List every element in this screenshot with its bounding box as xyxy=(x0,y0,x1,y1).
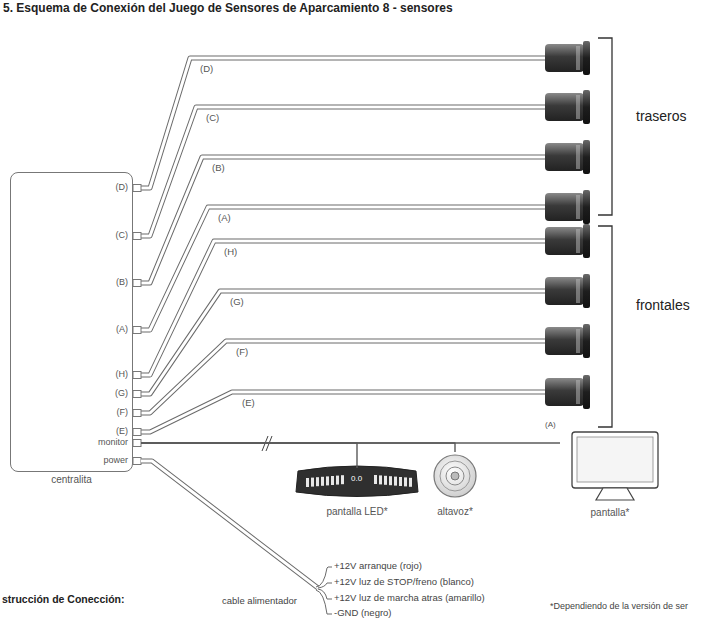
port-label: (F) xyxy=(117,407,129,417)
sensor-wire xyxy=(141,392,546,432)
monitor-wire xyxy=(141,443,357,468)
bracket xyxy=(598,38,612,215)
port-stub xyxy=(133,391,141,398)
wire-label: (A) xyxy=(218,213,231,224)
wire-name: +12V luz de marcha atras (amarillo) xyxy=(334,593,485,604)
port-stub xyxy=(133,372,141,379)
wire-label: (E) xyxy=(242,398,255,409)
port-label: power xyxy=(103,455,128,465)
sensors xyxy=(545,41,590,409)
wire-label: (G) xyxy=(230,297,244,308)
sensor-wire xyxy=(141,392,546,432)
wire-label: (F) xyxy=(236,347,248,358)
wire-name: +12V luz de STOP/freno (blanco) xyxy=(334,577,474,588)
node-caption: centralita xyxy=(11,474,132,486)
port-label: (D) xyxy=(116,182,129,192)
parking-sensor xyxy=(545,90,590,124)
port-label: (G) xyxy=(115,388,128,398)
parking-sensor xyxy=(545,224,590,258)
port-stub xyxy=(133,440,141,447)
sensor-label: (A) xyxy=(545,420,556,429)
port-label: (E) xyxy=(116,426,128,436)
monitor-wire xyxy=(141,443,455,452)
wire-name: -GND (negro) xyxy=(334,608,392,619)
port-label: (H) xyxy=(116,369,129,379)
footnote: *Dependiendo de la versión de ser xyxy=(550,601,688,611)
port-stub xyxy=(133,429,141,436)
sensor-wire xyxy=(141,341,546,413)
title: 5. Esquema de Conexión del Juego de Sens… xyxy=(3,2,453,16)
wire-label: (B) xyxy=(212,163,225,174)
group-label: traseros xyxy=(636,108,687,124)
cable-label: cable alimentador xyxy=(222,596,297,607)
node-caption: pantalla* xyxy=(560,507,660,519)
sensor-wire xyxy=(141,58,546,188)
parking-sensor xyxy=(545,375,590,409)
monitor-wire xyxy=(141,442,560,443)
port-stub xyxy=(133,185,141,192)
wire-label: (H) xyxy=(224,247,237,258)
parking-sensor xyxy=(545,41,590,75)
wire-label: (D) xyxy=(200,64,213,75)
sensor-wire xyxy=(141,241,546,375)
group-label: frontales xyxy=(636,297,690,313)
port-stub xyxy=(133,233,141,240)
sensor-wire xyxy=(141,341,546,413)
wire-name: +12V arranque (rojo) xyxy=(334,561,422,572)
port-stub xyxy=(133,458,141,465)
parking-sensor xyxy=(545,140,590,174)
wire-label: (C) xyxy=(206,113,219,124)
port-label: (B) xyxy=(116,277,128,287)
sensor-wire xyxy=(141,241,546,375)
ports xyxy=(133,185,141,465)
parking-sensor xyxy=(545,190,590,224)
power-cable xyxy=(141,461,318,588)
power-cable xyxy=(141,461,318,588)
port-stub xyxy=(133,327,141,334)
parking-sensor xyxy=(545,324,590,358)
node-caption: altavoz* xyxy=(425,506,485,518)
port-stub xyxy=(133,280,141,287)
display-reading: 0.0 xyxy=(351,474,362,483)
monitor-unit: pantalla* xyxy=(560,430,660,519)
speaker-unit: altavoz* xyxy=(425,452,485,518)
node-caption: pantalla LED* xyxy=(290,506,424,518)
port-label: (A) xyxy=(116,324,128,334)
section-heading: strucción de Conección: xyxy=(2,593,125,605)
power-leads xyxy=(316,567,332,614)
parking-sensor xyxy=(545,274,590,308)
port-stub xyxy=(133,410,141,417)
port-label: (C) xyxy=(116,230,129,240)
speaker xyxy=(434,455,476,497)
port-label: monitor xyxy=(98,437,128,447)
sensor-wires xyxy=(141,58,546,432)
led-display xyxy=(296,466,418,497)
sensor-wire xyxy=(141,58,546,188)
control-unit: centralita xyxy=(10,172,133,472)
monitor xyxy=(572,432,658,500)
bracket xyxy=(598,226,612,427)
